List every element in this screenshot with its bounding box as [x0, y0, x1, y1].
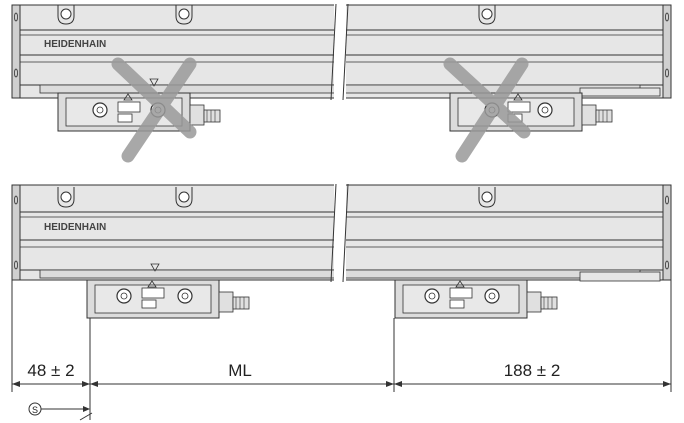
- cross-mark-icon: [111, 57, 197, 163]
- cross-mark-icon: [443, 57, 531, 163]
- dimension-left-label: 48 ± 2: [27, 361, 74, 380]
- dimension-ml-label: ML: [228, 361, 252, 380]
- triangle-marker-icon: [147, 280, 157, 288]
- triangle-marker-icon: [513, 93, 523, 101]
- top-scale: HEIDENHAIN: [11, 3, 672, 101]
- bottom-scale: HEIDENHAIN: [11, 183, 672, 283]
- dimension-lines: [11, 280, 672, 420]
- brand-label: HEIDENHAIN: [44, 222, 106, 233]
- brand-label: HEIDENHAIN: [44, 39, 106, 50]
- triangle-marker-icon: [455, 280, 465, 288]
- datum-s-icon: S: [28, 402, 93, 421]
- triangle-marker-icon: [149, 78, 159, 87]
- triangle-marker-icon: [123, 93, 133, 101]
- bottom-scanning-head-left: [86, 279, 250, 319]
- datum-s-label: S: [32, 405, 38, 415]
- dimension-arrows: [12, 381, 671, 387]
- dimension-right-label: 188 ± 2: [504, 361, 561, 380]
- bottom-scanning-head-right: [394, 279, 558, 319]
- triangle-marker-icon: [150, 263, 160, 272]
